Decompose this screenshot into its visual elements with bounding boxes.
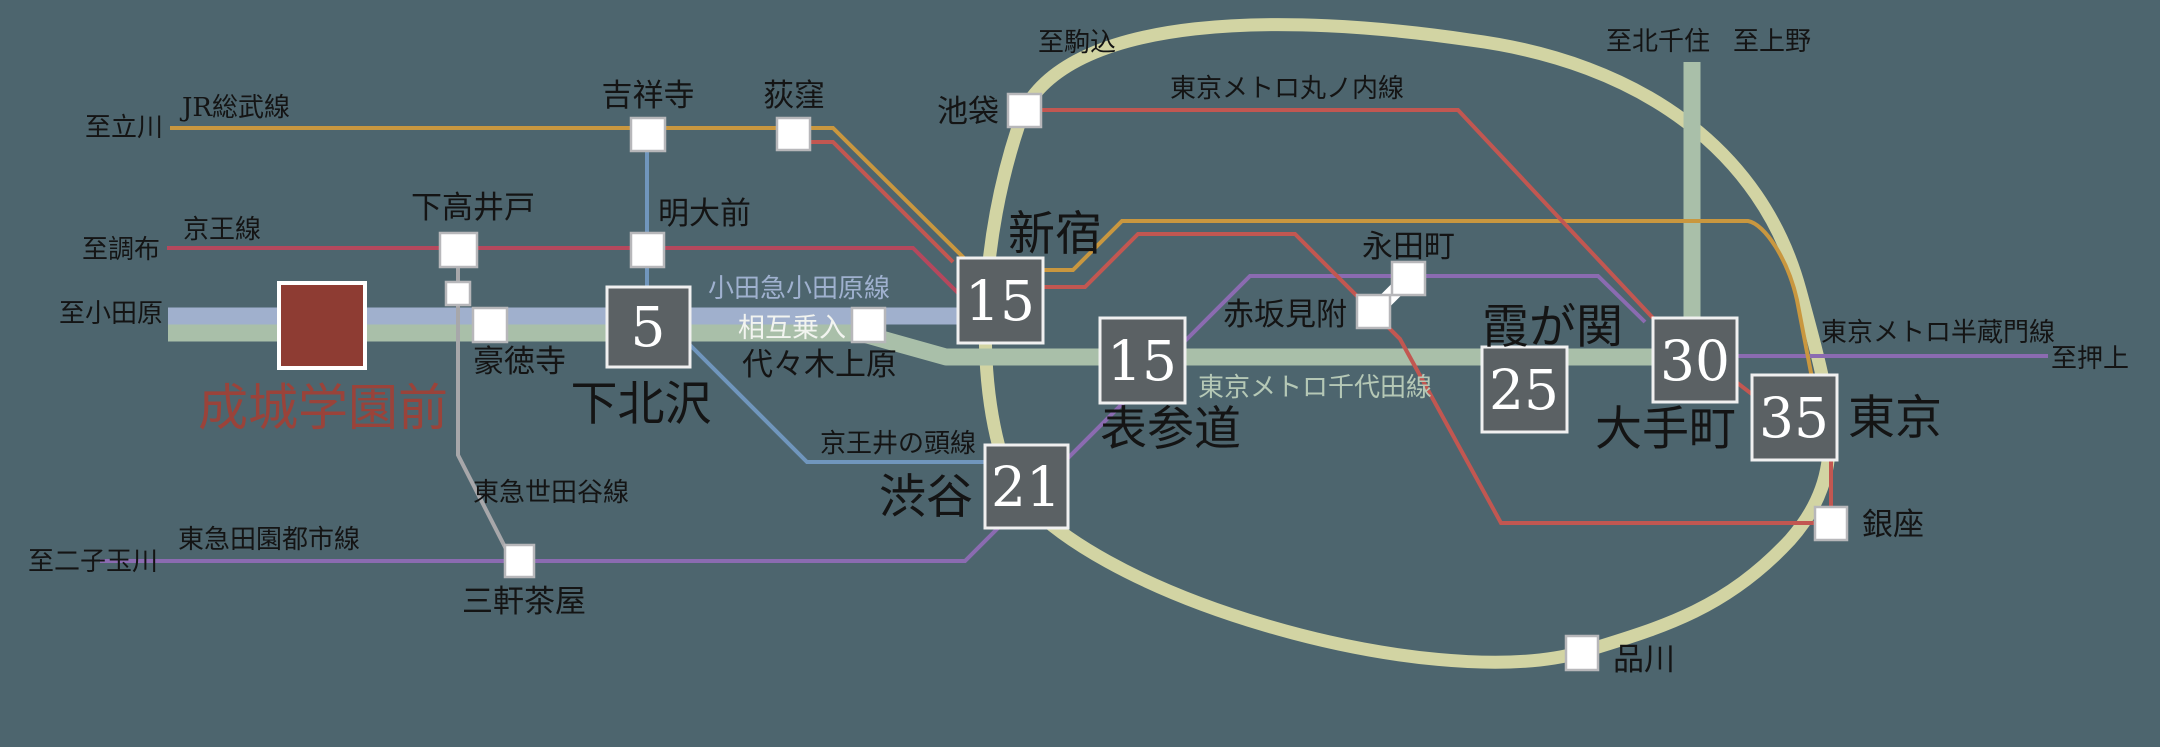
station-marker-nagatacho — [1390, 260, 1427, 297]
highlight-station-label: 成城学園前 — [198, 379, 448, 437]
line-label-jr-sobu: JR総武線 — [179, 93, 290, 123]
station-label-omotesando: 表参道 — [1100, 402, 1241, 457]
station-marker-ikebukuro — [1006, 92, 1043, 129]
badge-otemachi: 30 — [1651, 316, 1739, 404]
highlight-station-marker — [277, 281, 367, 370]
badge-minutes: 5 — [631, 295, 666, 359]
station-label-kichijoji: 吉祥寺 — [602, 78, 695, 114]
line-label-chiyoda: 東京メトロ千代田線 — [1198, 373, 1432, 403]
line-label-odakyu: 小田急小田原線 — [708, 274, 890, 304]
line-label-keio: 京王線 — [183, 215, 261, 245]
station-label-ikebukuro: 池袋 — [937, 94, 999, 130]
badge-box — [605, 285, 692, 369]
station-label-tokyo: 東京 — [1848, 391, 1942, 446]
station-label-akasakamitsuke: 赤坂見附 — [1223, 297, 1347, 333]
line-label-marunouchi: 東京メトロ丸ノ内線 — [1170, 74, 1404, 104]
station-marker-sangenjaya — [503, 543, 536, 579]
station-label-gotokuji: 豪徳寺 — [473, 344, 566, 380]
station-label-shibuya: 渋谷 — [879, 470, 973, 525]
station-marker-ginza — [1813, 505, 1849, 542]
station-marker-akasakamitsuke — [1355, 293, 1392, 330]
endpoint-kitasenju: 至北千住 — [1606, 27, 1710, 57]
badge-minutes: 35 — [1759, 386, 1829, 450]
denentoshi-hanzomon-line — [100, 274, 2048, 563]
badge-box — [983, 443, 1070, 530]
badge-box — [1750, 373, 1839, 462]
endpoint-oshiage: 至押上 — [2051, 344, 2129, 374]
badge-minutes: 21 — [991, 455, 1061, 519]
badge-box — [1098, 316, 1187, 405]
station-label-meidaimae: 明大前 — [658, 196, 751, 232]
endpoint-chofu: 至調布 — [82, 235, 160, 265]
station-label-nagatacho: 永田町 — [1362, 229, 1455, 265]
badge-tokyo: 35 — [1750, 373, 1839, 462]
line-label-hanzomon: 東京メトロ半蔵門線 — [1821, 318, 2055, 348]
station-label-kasumigaseki: 霞が関 — [1482, 300, 1623, 355]
station-marker-setagaya-branch — [444, 280, 472, 307]
station-marker-ogikubo — [775, 116, 812, 152]
badge-minutes: 15 — [1107, 329, 1177, 393]
station-label-yoyogiuehara: 代々木上原 — [742, 347, 897, 383]
jr-sobu-line — [170, 126, 1814, 379]
line-label-denentoshi: 東急田園都市線 — [178, 525, 360, 555]
badge-minutes: 25 — [1489, 358, 1559, 422]
station-marker-yoyogiuehara — [850, 306, 887, 344]
station-marker-gotokuji — [471, 306, 509, 344]
station-label-shimokitazawa: 下北沢 — [571, 377, 712, 432]
endpoint-ueno: 至上野 — [1733, 27, 1811, 57]
station-marker-kichijoji — [629, 116, 667, 153]
setagaya-line — [456, 267, 508, 550]
badge-shinjuku: 15 — [956, 256, 1045, 345]
badge-box — [1651, 316, 1739, 404]
station-marker-shinagawa — [1564, 634, 1600, 672]
badge-box — [1480, 345, 1569, 434]
badge-box — [956, 256, 1045, 345]
station-label-shimotakaido: 下高井戸 — [411, 190, 535, 226]
endpoint-komagome: 至駒込 — [1038, 28, 1116, 58]
line-label-inokashira: 京王井の頭線 — [820, 429, 976, 459]
endpoint-tachikawa: 至立川 — [85, 113, 163, 143]
station-label-shinjuku: 新宿 — [1008, 207, 1102, 262]
station-label-otemachi: 大手町 — [1595, 402, 1736, 457]
through-service-note: 相互乗入 — [738, 313, 846, 344]
station-marker-meidaimae — [629, 231, 666, 269]
badge-minutes: 15 — [965, 269, 1035, 333]
badge-shimokitazawa: 5 — [605, 285, 692, 369]
badge-omotesando: 15 — [1098, 316, 1187, 405]
station-marker-shimotakaido — [438, 231, 479, 269]
station-label-ginza: 銀座 — [1862, 507, 1924, 543]
badge-shibuya: 21 — [983, 443, 1070, 530]
keio-line — [167, 246, 960, 295]
endpoint-futakotamagawa: 至二子玉川 — [28, 547, 158, 577]
endpoint-odawara: 至小田原 — [59, 299, 163, 329]
badge-kasumigaseki: 25 — [1480, 345, 1569, 434]
line-label-setagaya: 東急世田谷線 — [473, 478, 629, 508]
badge-minutes: 30 — [1660, 329, 1730, 393]
station-label-ogikubo: 荻窪 — [763, 78, 825, 114]
station-label-sangenjaya: 三軒茶屋 — [462, 584, 586, 620]
station-label-shinagawa: 品川 — [1613, 642, 1675, 678]
